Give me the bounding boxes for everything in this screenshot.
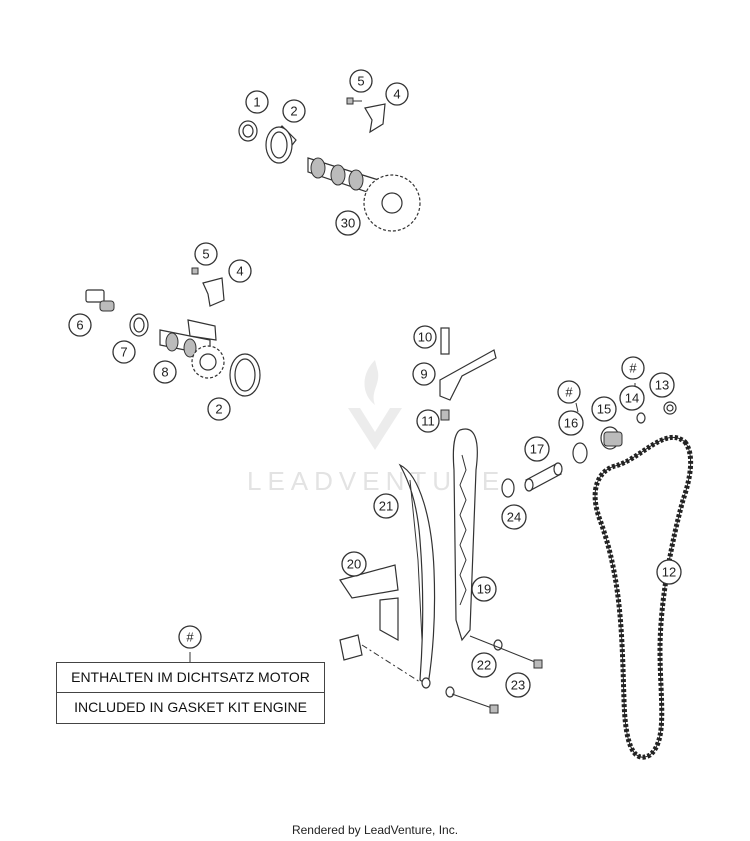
part-bearing-7 <box>129 313 149 337</box>
svg-text:#: # <box>186 630 194 645</box>
svg-text:10: 10 <box>418 330 432 345</box>
part-pin-13-lower <box>339 634 363 661</box>
callout-24: 24 <box>501 504 527 530</box>
svg-text:14: 14 <box>625 391 639 406</box>
callout-13: 13 <box>649 372 675 398</box>
callout-15: 15 <box>591 396 617 422</box>
callout-21: 21 <box>373 493 399 519</box>
callout-8: 8 <box>153 360 177 384</box>
part-plug-13 <box>663 401 677 415</box>
svg-text:17: 17 <box>530 442 544 457</box>
part-guide-20 <box>339 564 399 642</box>
svg-text:9: 9 <box>420 367 427 382</box>
callout-5: 5 <box>349 69 373 93</box>
callout-2: 2 <box>282 99 306 123</box>
svg-text:24: 24 <box>507 510 521 525</box>
centerline <box>361 644 421 683</box>
part-tensioner-rail-19 <box>452 428 478 642</box>
callout-14-hash: # <box>621 356 645 380</box>
part-oring-24 <box>501 478 515 498</box>
svg-text:30: 30 <box>341 216 355 231</box>
part-plug-15 <box>600 426 623 450</box>
callout-23: 23 <box>505 672 531 698</box>
part-bearing-2-lower <box>229 353 261 397</box>
part-oring-14 <box>636 412 646 424</box>
part-sensor-6 <box>85 289 115 312</box>
svg-text:4: 4 <box>393 87 400 102</box>
part-camshaft-30 <box>307 157 421 232</box>
svg-text:20: 20 <box>347 557 361 572</box>
svg-text:22: 22 <box>477 658 491 673</box>
part-nut-11 <box>440 409 450 421</box>
part-bolt-10 <box>440 327 450 355</box>
callout-22: 22 <box>471 652 497 678</box>
svg-text:7: 7 <box>120 345 127 360</box>
part-seal-16 <box>572 442 588 464</box>
part-bracket-4-upper <box>364 103 386 134</box>
svg-text:#: # <box>565 385 573 400</box>
callout-4: 4 <box>385 82 409 106</box>
svg-text:23: 23 <box>511 678 525 693</box>
callout-7: 7 <box>112 340 136 364</box>
callout-10: 10 <box>413 325 437 349</box>
part-camshaft-8 <box>159 319 225 379</box>
part-bearing-1 <box>238 120 258 142</box>
svg-text:2: 2 <box>215 402 222 417</box>
callout-14: 14 <box>619 385 645 411</box>
legend-line-english: INCLUDED IN GASKET KIT ENGINE <box>57 692 324 722</box>
callout-16-hash: # <box>557 380 581 404</box>
gasket-kit-legend: ENTHALTEN IM DICHTSATZ MOTOR INCLUDED IN… <box>56 662 325 724</box>
svg-text:12: 12 <box>662 565 676 580</box>
callout-30: 30 <box>335 210 361 236</box>
callout-16: 16 <box>558 410 584 436</box>
part-bolt-5-upper <box>346 97 362 105</box>
callout-11: 11 <box>416 409 440 433</box>
footer-credit: Rendered by LeadVenture, Inc. <box>291 823 459 837</box>
svg-text:21: 21 <box>379 499 393 514</box>
svg-text:15: 15 <box>597 402 611 417</box>
part-guide-rail-21 <box>398 463 436 686</box>
part-bolt-23 <box>421 677 499 714</box>
svg-text:5: 5 <box>202 247 209 262</box>
part-bolt-5-middle <box>191 267 199 275</box>
svg-text:6: 6 <box>76 318 83 333</box>
callout-6: 6 <box>68 313 92 337</box>
part-guide-9 <box>439 349 497 401</box>
svg-text:#: # <box>629 361 637 376</box>
callout-12: 12 <box>656 559 682 585</box>
callout-2: 2 <box>207 397 231 421</box>
callout-19: 19 <box>471 576 497 602</box>
legend-line-german: ENTHALTEN IM DICHTSATZ MOTOR <box>71 669 310 685</box>
part-plunger-17 <box>524 462 563 492</box>
callout-4: 4 <box>228 259 252 283</box>
callout-1: 1 <box>245 90 269 114</box>
callout-9: 9 <box>412 362 436 386</box>
part-washer-22 <box>469 635 543 669</box>
svg-text:5: 5 <box>357 74 364 89</box>
svg-text:4: 4 <box>236 264 243 279</box>
svg-text:2: 2 <box>290 104 297 119</box>
svg-text:8: 8 <box>161 365 168 380</box>
svg-text:1: 1 <box>253 95 260 110</box>
part-bracket-4-middle <box>202 277 225 307</box>
callout-17: 17 <box>524 436 550 462</box>
callout-5: 5 <box>194 242 218 266</box>
part-timing-chain-12 <box>592 434 694 760</box>
callout-20: 20 <box>341 551 367 577</box>
svg-text:19: 19 <box>477 582 491 597</box>
svg-text:13: 13 <box>655 378 669 393</box>
svg-text:11: 11 <box>421 414 435 429</box>
svg-text:16: 16 <box>564 416 578 431</box>
part-bearing-2-upper <box>265 125 297 164</box>
callout-legend-hash: # <box>178 625 202 649</box>
